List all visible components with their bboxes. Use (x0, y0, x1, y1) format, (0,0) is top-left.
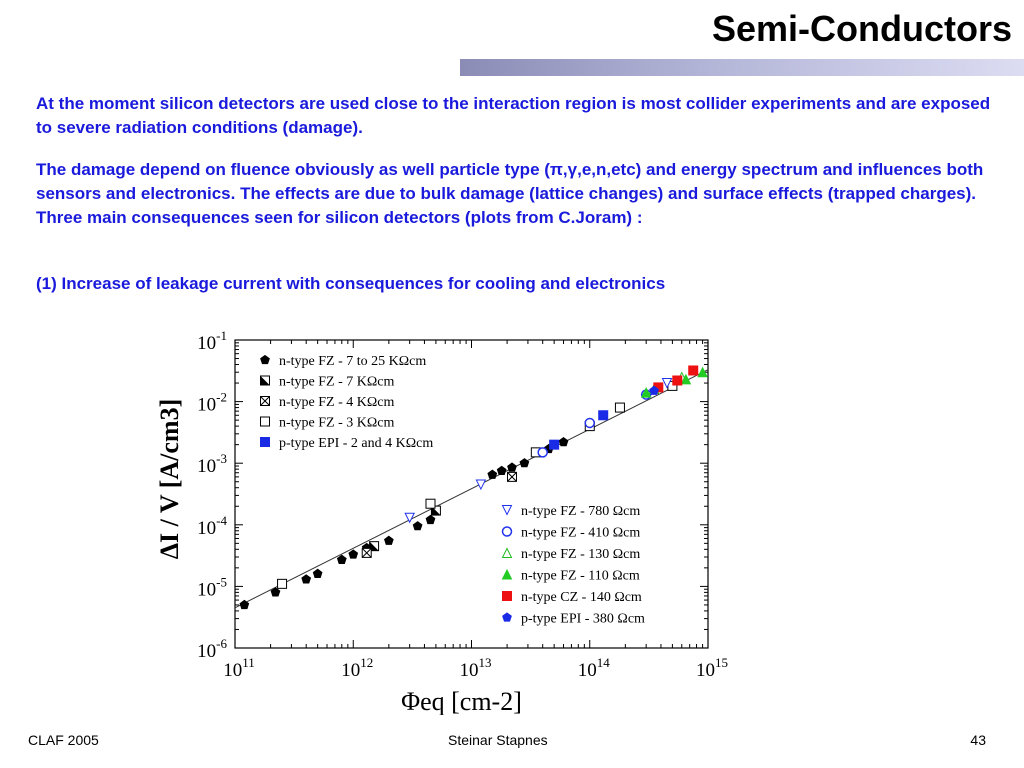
x-tick-label: 1013 (460, 655, 492, 681)
data-point-series-0 (348, 549, 359, 559)
data-point-series-1 (369, 541, 380, 552)
data-point-series-0 (301, 574, 312, 584)
y-tick-label: 10-2 (197, 390, 227, 416)
legend-marker (501, 505, 513, 516)
legend-marker (260, 396, 270, 406)
data-point-series-0 (507, 462, 517, 472)
legend-label: p-type EPI - 380 Ωcm (521, 612, 645, 627)
data-point-series-0 (412, 521, 423, 531)
y-tick-label: 10-6 (197, 636, 227, 662)
data-point-series-6 (537, 447, 548, 458)
legend-marker (501, 526, 513, 537)
legend-label: n-type FZ - 110 Ωcm (521, 569, 640, 584)
legend-label: n-type FZ - 3 KΩcm (279, 416, 394, 431)
footer-event: CLAF 2005 (28, 732, 99, 748)
y-tick-label: 10-4 (197, 513, 227, 539)
x-tick-label: 1011 (223, 655, 255, 681)
legend-label: n-type FZ - 780 Ωcm (521, 504, 640, 519)
paragraph-consequence-1: (1) Increase of leakage current with con… (36, 274, 666, 293)
title-decoration-bar (460, 59, 1024, 76)
data-point-series-0 (487, 469, 498, 479)
data-point-series-5 (661, 378, 673, 389)
data-point-series-2 (361, 547, 372, 558)
data-point-series-0 (336, 554, 347, 564)
data-point-series-0 (384, 535, 394, 545)
y-axis-label: ΔI / V [A/cm3] (155, 399, 184, 560)
data-point-series-0 (239, 599, 250, 610)
fit-line (234, 369, 709, 609)
legend-marker (260, 416, 270, 427)
data-point-series-8 (680, 373, 692, 385)
data-point-series-0 (558, 436, 569, 447)
legend-marker (260, 354, 270, 365)
legend-marker (502, 612, 512, 622)
data-point-series-8 (697, 366, 708, 378)
data-point-series-3 (425, 498, 436, 509)
y-tick-label: 10-3 (197, 451, 227, 477)
legend-label: n-type FZ - 7 KΩcm (279, 375, 394, 390)
data-point-series-5 (475, 479, 487, 491)
data-point-series-0 (425, 514, 436, 525)
footer-author: Steinar Stapnes (448, 732, 548, 748)
data-point-series-4 (549, 439, 560, 450)
legend-marker (260, 437, 270, 447)
data-point-series-8 (640, 386, 652, 398)
data-point-series-0 (312, 568, 323, 578)
paragraph-intro: At the moment silicon detectors are used… (36, 94, 991, 137)
legend-marker (501, 568, 513, 580)
data-point-series-9 (672, 375, 683, 386)
slide-number: 43 (970, 732, 986, 748)
data-point-series-3 (277, 578, 288, 589)
slide-title: Semi-Conductors (711, 8, 1012, 49)
legend-label: p-type EPI - 2 and 4 KΩcm (279, 436, 433, 451)
legend-marker (501, 547, 513, 558)
legend-label: n-type FZ - 4 KΩcm (279, 395, 394, 410)
data-point-series-9 (688, 365, 699, 376)
data-point-series-0 (496, 465, 507, 475)
x-tick-label: 1014 (578, 655, 611, 681)
data-point-series-0 (270, 587, 281, 597)
legend-marker (502, 591, 512, 601)
legend-marker (260, 375, 270, 386)
y-tick-label: 10-5 (197, 574, 227, 600)
legend-label: n-type FZ - 7 to 25 KΩcm (279, 354, 426, 369)
data-point-series-3 (614, 402, 625, 413)
data-point-series-5 (404, 512, 415, 524)
x-axis-label: Φeq [cm-2] (401, 687, 522, 715)
y-tick-label: 10-1 (197, 328, 227, 354)
legend-label: n-type FZ - 130 Ωcm (521, 547, 640, 562)
data-point-series-10 (649, 385, 659, 395)
data-point-series-6 (584, 417, 595, 429)
paragraph-damage: The damage depend on fluence obviously a… (36, 160, 984, 227)
leakage-current-chart: 1011 1012 1013 1014 1015 10-6 10-5 10-4 10-3 10-2… (155, 328, 728, 715)
data-point-series-0 (519, 458, 530, 468)
data-point-series-10 (598, 410, 609, 420)
x-tick-label: 1012 (341, 655, 373, 681)
legend-label: n-type FZ - 410 Ωcm (521, 526, 640, 541)
legend-label: n-type CZ - 140 Ωcm (521, 590, 642, 605)
data-point-series-2 (506, 471, 517, 482)
x-tick-label: 1015 (696, 655, 728, 681)
